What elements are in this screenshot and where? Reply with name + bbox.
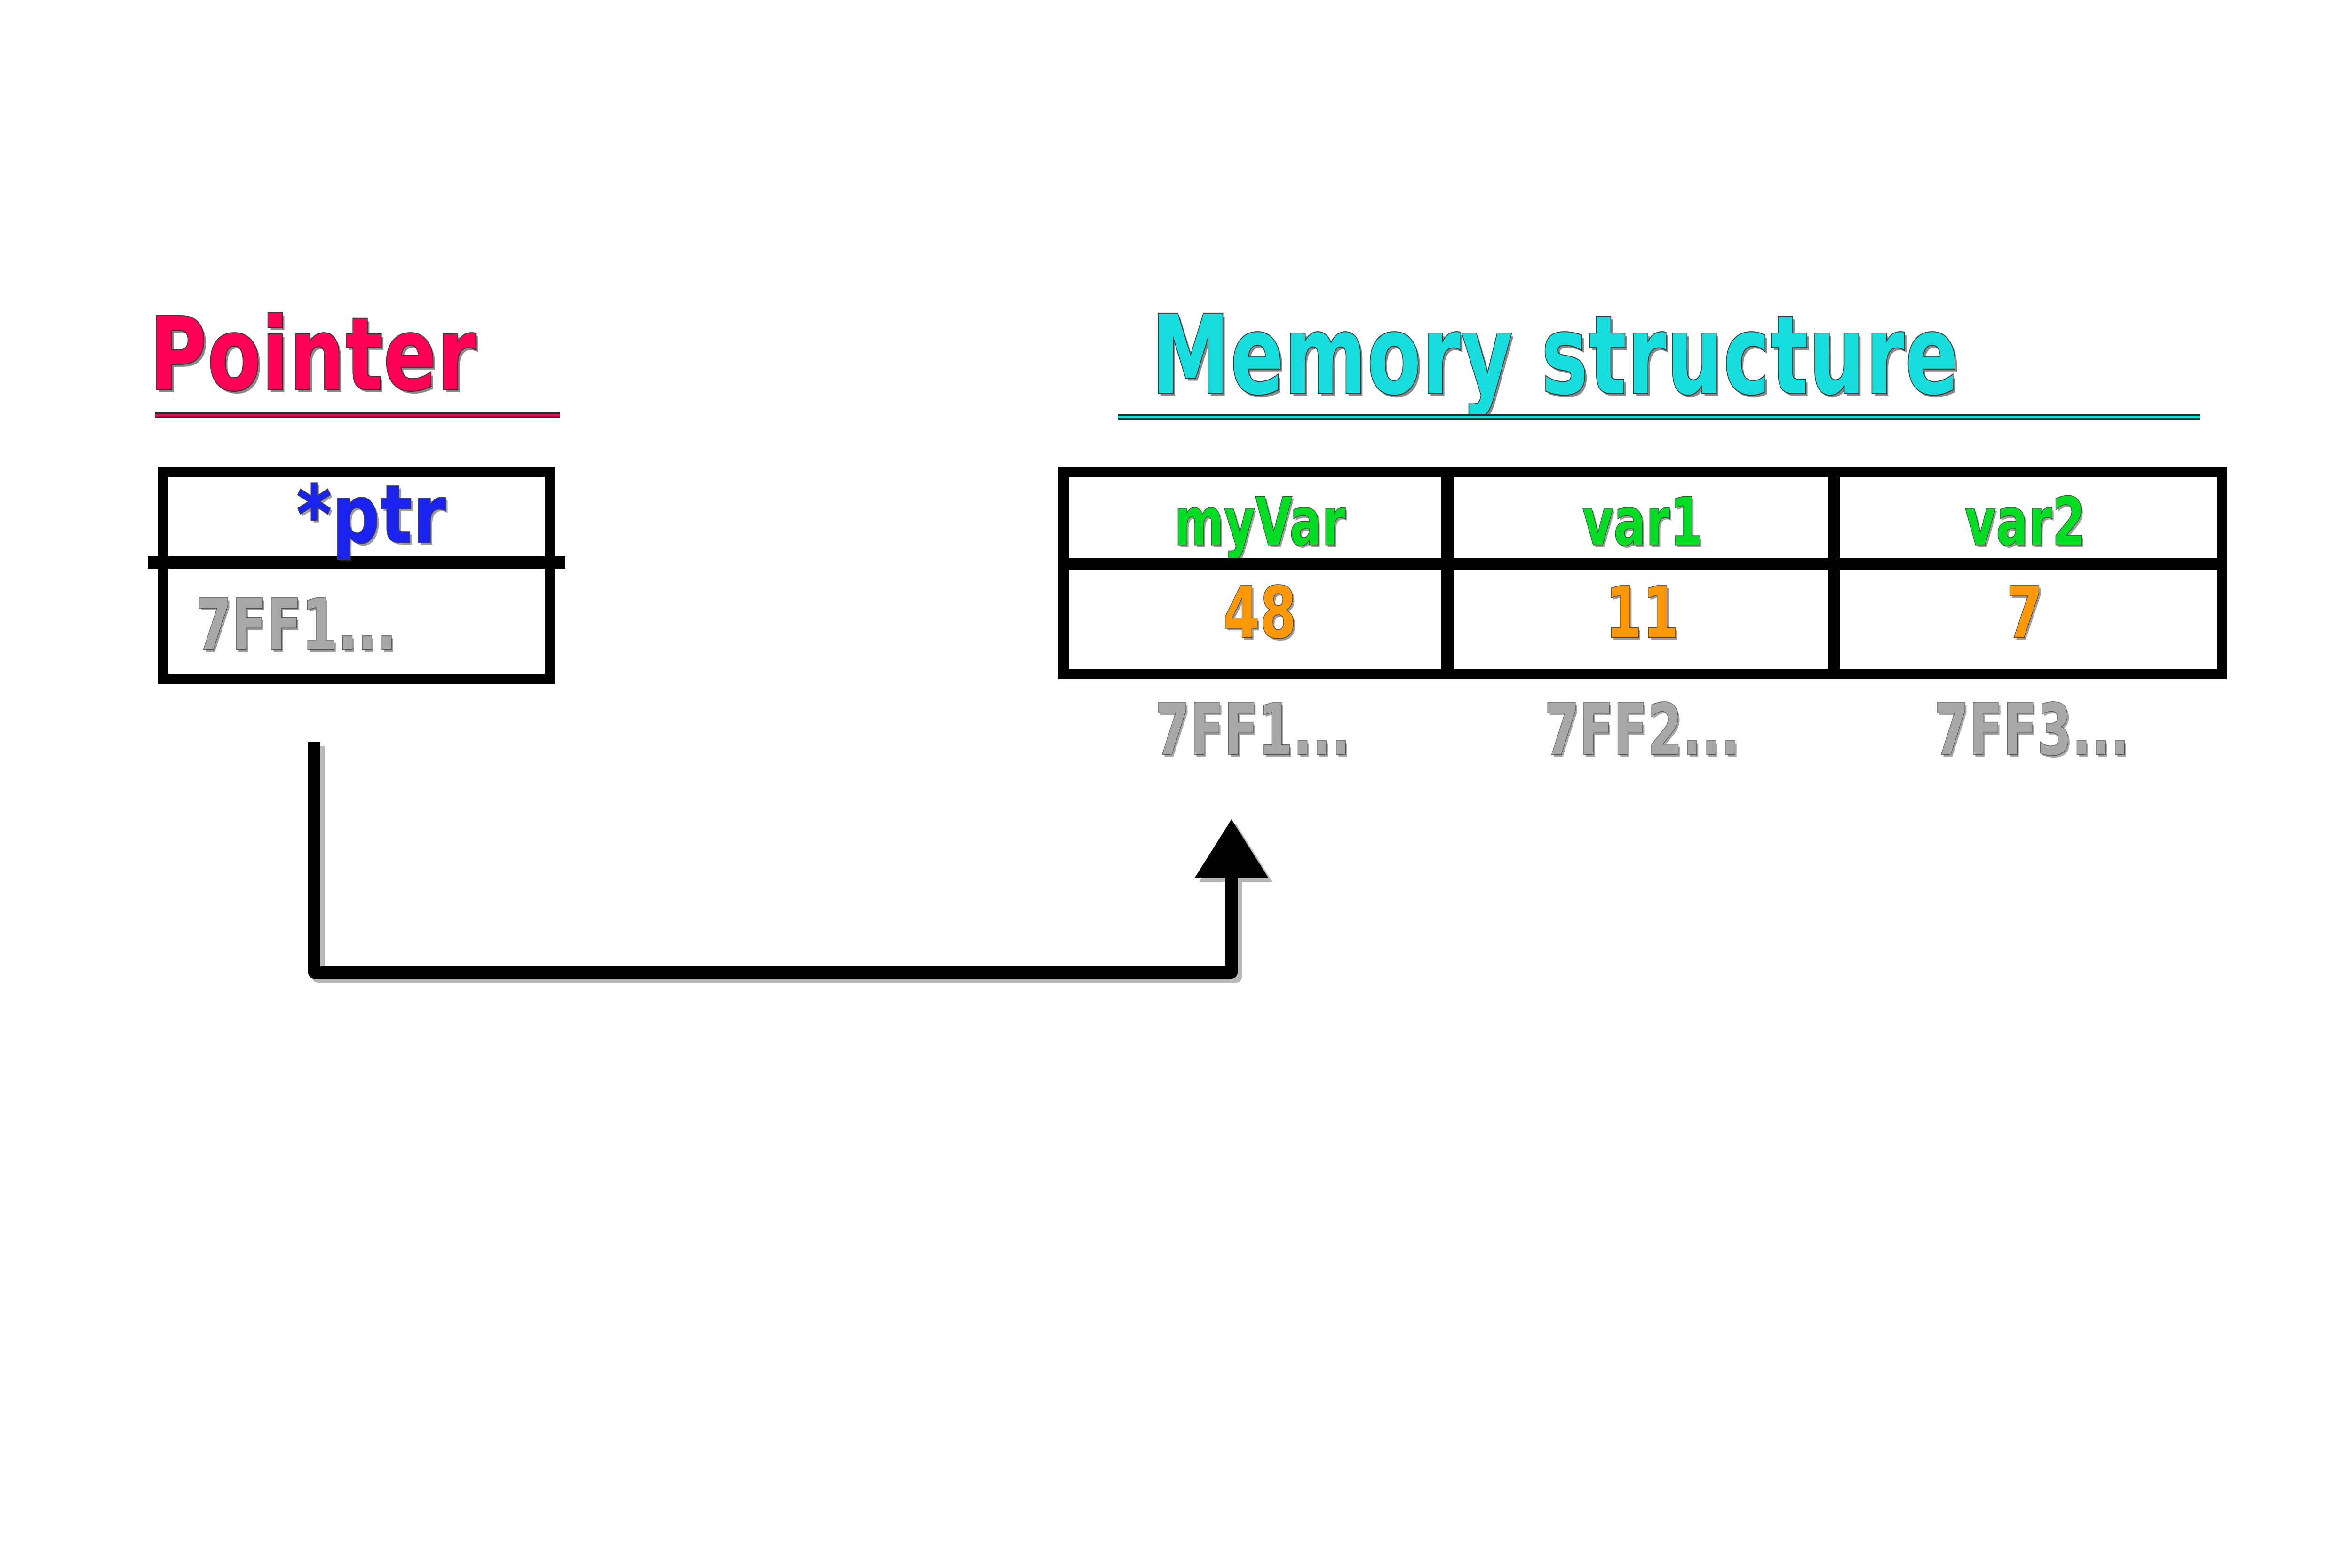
memory-structure-title: Memory structure xyxy=(1151,292,1960,419)
memory-table-row-divider xyxy=(1058,558,2227,570)
memory-title-underline xyxy=(1118,414,2200,420)
memory-address-label: 7FF3... xyxy=(1934,689,2130,771)
pointer-address-cell: 7FF1... xyxy=(167,576,524,675)
memory-value-label: 48 xyxy=(1223,572,1297,654)
memory-address-row: 7FF1... 7FF2... 7FF3... xyxy=(1058,695,2227,780)
memory-value-row: 48 11 7 xyxy=(1069,568,2217,658)
memory-header-row: myVar var1 var2 xyxy=(1069,477,2217,568)
memory-value-cell-var1: 11 xyxy=(1451,568,1834,658)
pointer-address-value: 7FF1... xyxy=(196,585,397,666)
memory-header-label: var2 xyxy=(1964,484,2086,561)
memory-table-column-divider-2 xyxy=(1828,467,1840,679)
memory-address-cell-2: 7FF2... xyxy=(1448,695,1837,780)
memory-address-label: 7FF2... xyxy=(1544,689,1740,771)
memory-value-cell-myvar: 48 xyxy=(1069,568,1451,658)
pointer-name-cell: *ptr xyxy=(207,468,536,562)
memory-header-label: myVar xyxy=(1174,484,1346,561)
pointer-name-label: *ptr xyxy=(296,468,447,562)
pointer-box-row-divider xyxy=(148,556,565,569)
memory-value-label: 11 xyxy=(1605,572,1680,654)
memory-address-label: 7FF1... xyxy=(1155,689,1351,771)
pointer-box xyxy=(158,467,555,684)
memory-header-cell-var1: var1 xyxy=(1451,477,1834,568)
arrow-head xyxy=(1195,819,1268,878)
memory-header-label: var1 xyxy=(1581,484,1703,561)
memory-table-column-divider-1 xyxy=(1441,467,1454,679)
pointer-title: Pointer xyxy=(149,296,477,413)
memory-header-cell-var2: var2 xyxy=(1834,477,2217,568)
memory-address-cell-3: 7FF3... xyxy=(1837,695,2227,780)
memory-value-cell-var2: 7 xyxy=(1834,568,2217,658)
pointer-title-underline xyxy=(155,412,560,418)
memory-header-cell-myvar: myVar xyxy=(1069,477,1451,568)
memory-address-cell-1: 7FF1... xyxy=(1058,695,1448,780)
memory-structure-table: myVar var1 var2 48 11 7 xyxy=(1058,467,2227,679)
memory-value-label: 7 xyxy=(2006,572,2044,654)
